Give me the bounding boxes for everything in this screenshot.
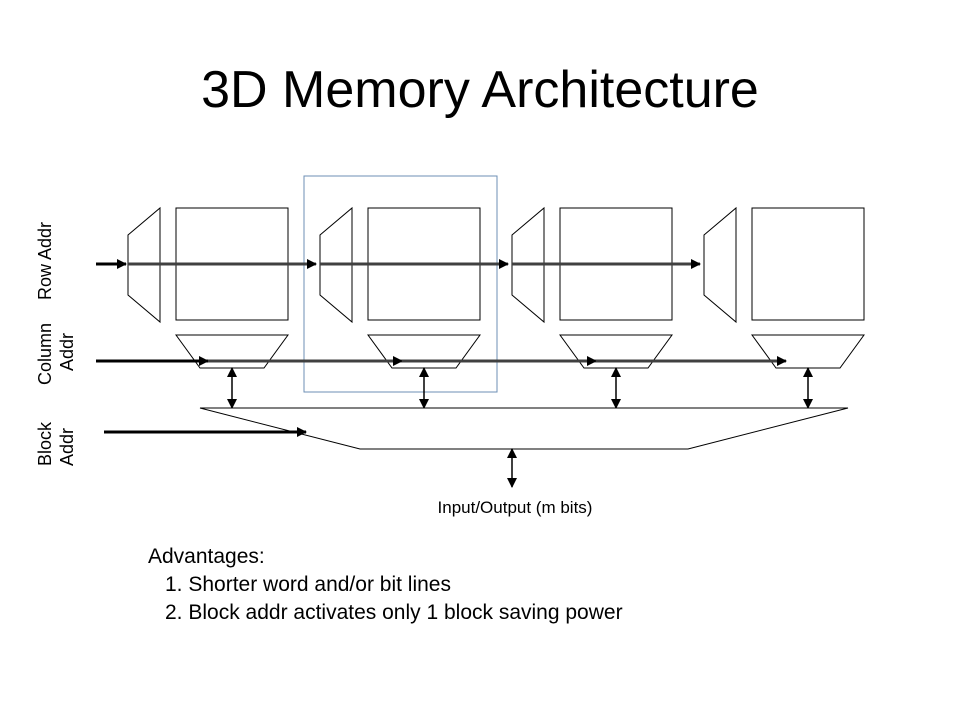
column-addr-label: Column Addr [34, 323, 78, 385]
io-label: Input/Output (m bits) [437, 498, 593, 517]
block-multiplexer [199, 407, 849, 450]
advantages-list: Advantages: 1. Shorter word and/or bit l… [148, 543, 623, 627]
block-addr-label: Block Addr [34, 422, 78, 466]
column-mux-2 [367, 334, 481, 369]
column-mux-3 [559, 334, 673, 369]
memory-array-4 [751, 207, 865, 321]
column-mux-4 [751, 334, 865, 369]
column-mux-1 [175, 334, 289, 369]
slide-title: 3D Memory Architecture [201, 61, 759, 119]
advantages-heading: Advantages: [148, 545, 265, 568]
memory-block-3 [511, 206, 673, 369]
memory-block-2 [319, 206, 481, 369]
block-addr-label-line1: Block [35, 421, 55, 466]
column-addr-label-line2: Addr [57, 332, 77, 371]
memory-block-4 [703, 206, 865, 369]
memory-block-1 [127, 206, 289, 369]
block-addr-label-line2: Addr [57, 427, 77, 466]
advantage-item-2: 2. Block addr activates only 1 block sav… [165, 601, 623, 624]
data-links [227, 367, 813, 409]
selected-block-outline [303, 175, 498, 393]
row-decoder-4 [703, 206, 737, 324]
advantage-item-1: 1. Shorter word and/or bit lines [165, 573, 451, 596]
column-addr-label-line1: Column [35, 322, 55, 385]
row-addr-label: Row Addr [35, 221, 55, 300]
